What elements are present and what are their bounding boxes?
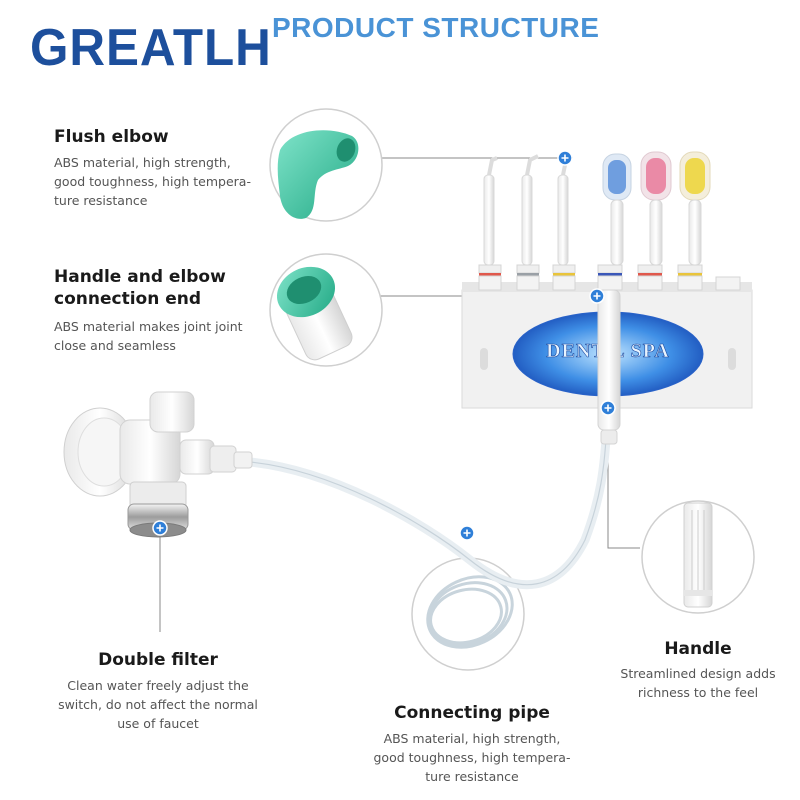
nozzles-and-brushes (478, 151, 741, 291)
feature-desc-double-filter: Clean water freely adjust the switch, do… (58, 678, 258, 731)
plus-marker-icon-connecting-pipe (459, 525, 475, 541)
connecting-tube-edge (249, 419, 608, 586)
feature-desc-connection-end: ABS material makes joint joint close and… (54, 319, 243, 353)
detail-circle-flush-elbow (269, 108, 383, 222)
detail-circle-connecting-pipe (411, 557, 525, 671)
connecting-tube (249, 419, 612, 590)
feature-desc-handle: Streamlined design adds richness to the … (620, 666, 776, 700)
nozzle (552, 154, 576, 291)
feature-title-connection-end: Handle and elbow connection end (54, 267, 226, 309)
page-title: PRODUCT STRUCTURE (272, 12, 600, 43)
nozzle (516, 154, 540, 291)
brush (637, 151, 672, 291)
faucet-diverter (63, 391, 253, 538)
brand-logo: GREATLH (30, 19, 272, 77)
handle (597, 289, 621, 445)
feature-desc-flush-elbow: ABS material, high strength, good toughn… (54, 155, 251, 208)
brush (597, 153, 632, 291)
plus-marker-icon-handle (600, 400, 616, 416)
detail-circle-connection-end (269, 253, 383, 367)
feature-desc-connecting-pipe: ABS material, high strength, good toughn… (373, 731, 571, 784)
feature-title-double-filter: Double filter (98, 650, 218, 670)
plus-marker-icon-flush-elbow (557, 150, 573, 166)
feature-title-handle: Handle (664, 639, 732, 659)
feature-title-connecting-pipe: Connecting pipe (394, 703, 550, 723)
detail-circle-handle (641, 500, 755, 614)
nozzle (478, 156, 502, 291)
plus-marker-icon-connection-end (589, 288, 605, 304)
plus-marker-icon-double-filter (152, 520, 168, 536)
feature-title-flush-elbow: Flush elbow (54, 127, 169, 147)
brush (677, 151, 711, 291)
